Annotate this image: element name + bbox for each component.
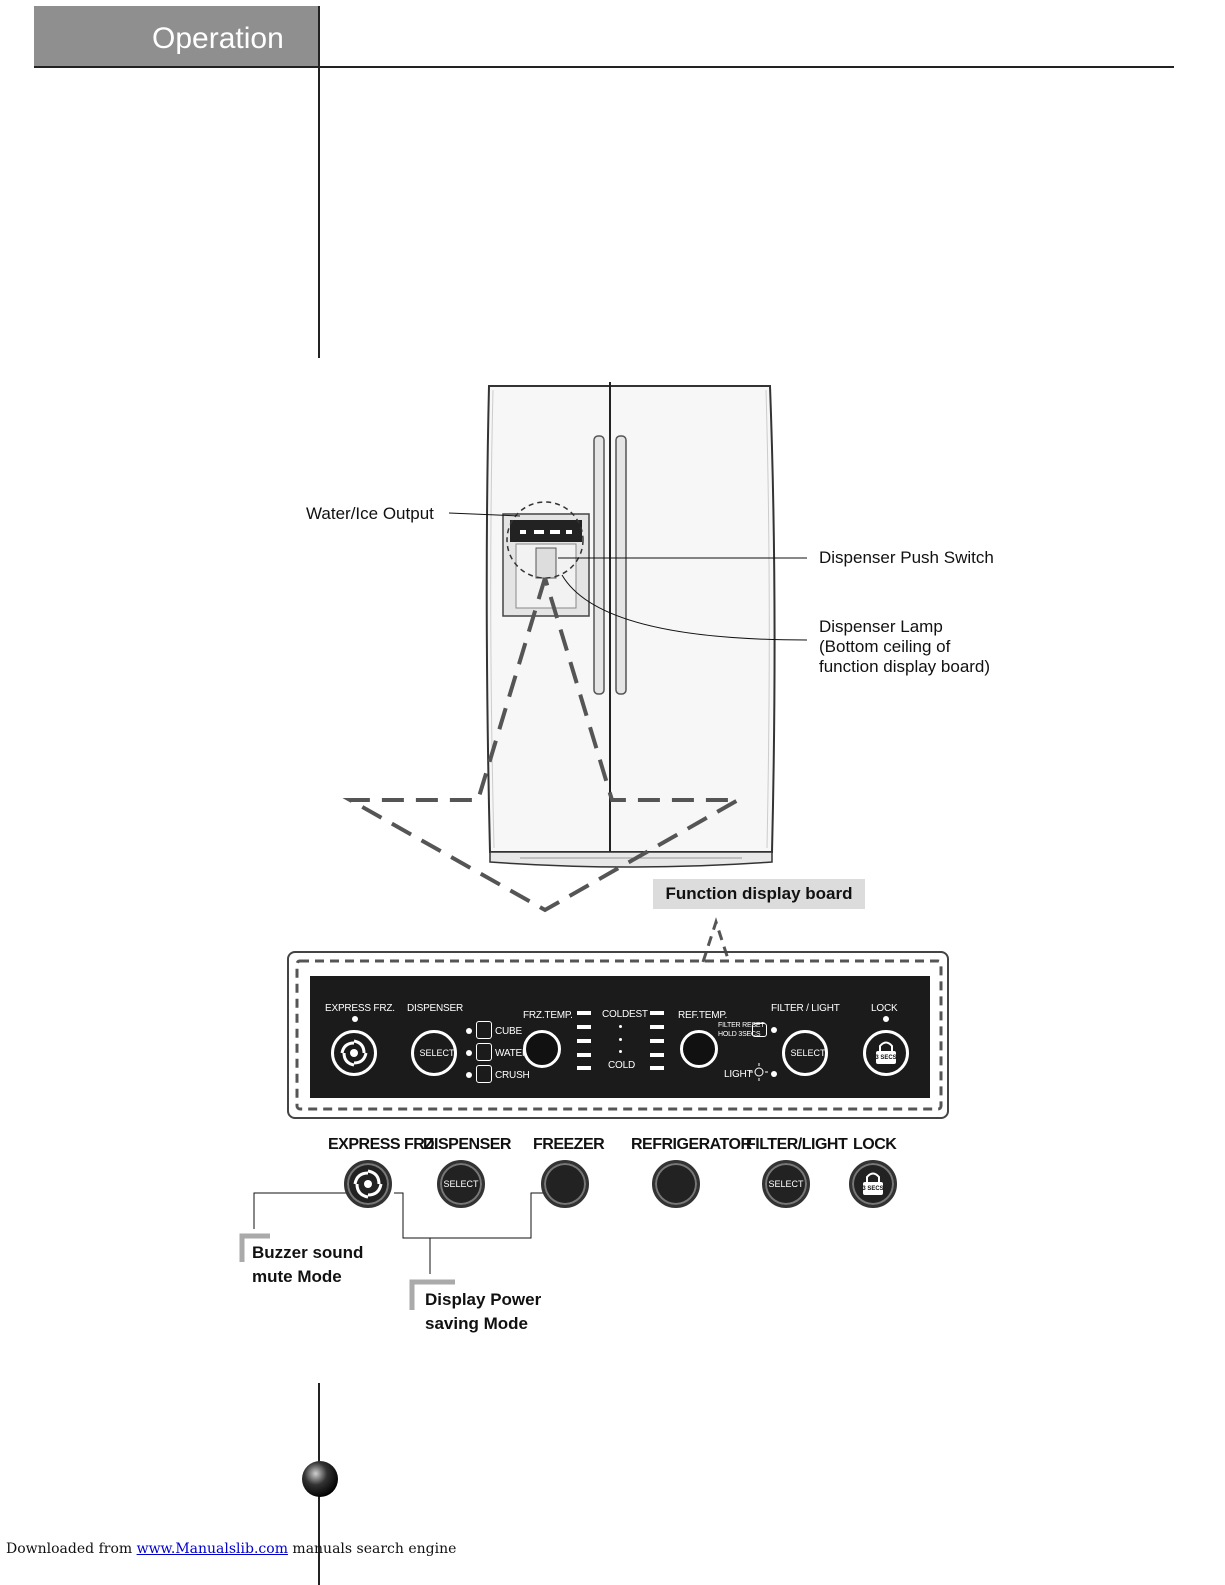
page-number-bullet xyxy=(302,1461,338,1497)
panel-label-filter-reset-hold: HOLD 3SECS xyxy=(718,1031,761,1038)
function-display-board-label: Function display board xyxy=(653,879,865,909)
panel-label-cube: CUBE xyxy=(495,1026,522,1037)
lock-indicator xyxy=(883,1016,889,1022)
buzzer-mute-mode-label-line2: mute Mode xyxy=(252,1267,342,1286)
callout-water-ice-output: Water/Ice Output xyxy=(306,504,434,523)
panel-label-water: WATER xyxy=(495,1048,529,1059)
freezer-level-bar xyxy=(577,1011,591,1015)
freezer-level-bar xyxy=(577,1039,591,1043)
lock-icon xyxy=(863,1172,883,1195)
lock-icon xyxy=(876,1041,896,1064)
callout-dispenser-push-switch: Dispenser Push Switch xyxy=(819,548,994,567)
control-panel-frame xyxy=(287,951,949,1119)
snowflake-swirl-icon xyxy=(353,1169,383,1199)
panel-label-frz-temp: FRZ.TEMP. xyxy=(523,1010,573,1021)
display-power-saving-mode-label: Display Power xyxy=(425,1290,542,1309)
filter-light-select-button[interactable]: SELECT xyxy=(762,1160,810,1208)
buzzer-mute-mode-label: Buzzer sound xyxy=(252,1243,364,1262)
page-title: Operation xyxy=(152,22,284,55)
panel-label-ref-temp: REF.TEMP. xyxy=(678,1010,728,1021)
freezer-level-bar xyxy=(577,1025,591,1029)
scale-dot xyxy=(619,1038,622,1041)
panel-label-express-frz: EXPRESS FRZ. xyxy=(325,1003,395,1014)
crushed-ice-icon xyxy=(476,1065,492,1083)
refrigerator-level-bar xyxy=(650,1039,664,1043)
panel-dispenser-select-button[interactable]: SELECT xyxy=(411,1030,457,1076)
panel-label-cold: COLD xyxy=(608,1060,635,1071)
panel-label-coldest: COLDEST xyxy=(602,1009,648,1020)
callout-dispenser-lamp: Dispenser Lamp xyxy=(819,617,943,636)
light-bulb-icon xyxy=(750,1063,768,1081)
ice-cube-icon xyxy=(476,1021,492,1039)
dispenser-select-button[interactable]: SELECT xyxy=(437,1160,485,1208)
water-indicator xyxy=(466,1050,472,1056)
control-panel xyxy=(310,976,930,1098)
panel-freezer-temp-button[interactable] xyxy=(523,1030,561,1068)
button-label-refrigerator: REFRIGERATOR xyxy=(631,1136,752,1153)
callout-dispenser-lamp-line2: (Bottom ceiling of xyxy=(819,637,951,656)
panel-label-dispenser: DISPENSER xyxy=(407,1003,463,1014)
callout-dispenser-lamp-line3: function display board) xyxy=(819,657,991,676)
dispenser-select-label: SELECT xyxy=(443,1179,479,1189)
refrigerator-level-bar xyxy=(650,1066,664,1070)
manualslib-link[interactable]: www.Manualslib.com xyxy=(136,1541,288,1557)
refrigerator-level-bar xyxy=(650,1025,664,1029)
panel-refrigerator-temp-button[interactable] xyxy=(680,1030,718,1068)
button-label-dispenser: DISPENSER xyxy=(423,1136,511,1153)
scale-dot xyxy=(619,1050,622,1053)
water-glass-icon xyxy=(476,1043,492,1061)
panel-label-lock: LOCK xyxy=(871,1003,898,1014)
panel-label-filter-reset: FILTER RESET xyxy=(718,1022,765,1029)
footer-prefix: Downloaded from xyxy=(6,1541,137,1557)
button-label-express-frz: EXPRESS FRZ xyxy=(328,1136,434,1153)
panel-label-crush: CRUSH xyxy=(495,1070,530,1081)
button-label-freezer: FREEZER xyxy=(533,1136,605,1153)
panel-express-frz-button[interactable] xyxy=(331,1030,377,1076)
freezer-level-bar xyxy=(577,1066,591,1070)
express-frz-indicator xyxy=(352,1016,358,1022)
display-power-saving-mode-label-line2: saving Mode xyxy=(425,1314,528,1333)
panel-filter-select-label: SELECT xyxy=(790,1048,826,1058)
button-label-filter-light: FILTER/LIGHT xyxy=(746,1136,848,1153)
cube-indicator xyxy=(466,1028,472,1034)
filter-icon xyxy=(752,1023,767,1037)
filter-light-select-label: SELECT xyxy=(768,1179,804,1189)
panel-filter-light-select-button[interactable]: SELECT xyxy=(782,1030,828,1076)
freezer-level-bar xyxy=(577,1053,591,1057)
refrigerator-level-bar xyxy=(650,1011,664,1015)
refrigerator-level-bar xyxy=(650,1053,664,1057)
refrigerator-button[interactable] xyxy=(652,1160,700,1208)
panel-lock-button[interactable]: 3 SECS xyxy=(863,1030,909,1076)
crush-indicator xyxy=(466,1072,472,1078)
footer: Downloaded from www.Manualslib.com manua… xyxy=(6,1541,456,1557)
header-tab xyxy=(34,6,319,67)
express-frz-button[interactable] xyxy=(344,1160,392,1208)
freezer-button[interactable] xyxy=(541,1160,589,1208)
panel-lock-secs-label: 3 SECS xyxy=(875,1055,897,1061)
light-indicator xyxy=(771,1071,777,1077)
panel-label-filter-light: FILTER / LIGHT xyxy=(771,1003,840,1014)
footer-suffix: manuals search engine xyxy=(287,1541,457,1557)
button-label-lock: LOCK xyxy=(853,1136,897,1153)
lock-secs-label: 3 SECS xyxy=(862,1186,884,1192)
margin-rule-top xyxy=(318,6,320,358)
lock-button[interactable]: 3 SECS xyxy=(849,1160,897,1208)
panel-dispenser-select-label: SELECT xyxy=(419,1048,455,1058)
header-rule xyxy=(34,66,1174,68)
panel-label-light: LIGHT xyxy=(724,1069,753,1080)
snowflake-swirl-icon xyxy=(340,1039,368,1067)
scale-dot xyxy=(619,1025,622,1028)
filter-indicator xyxy=(771,1027,777,1033)
